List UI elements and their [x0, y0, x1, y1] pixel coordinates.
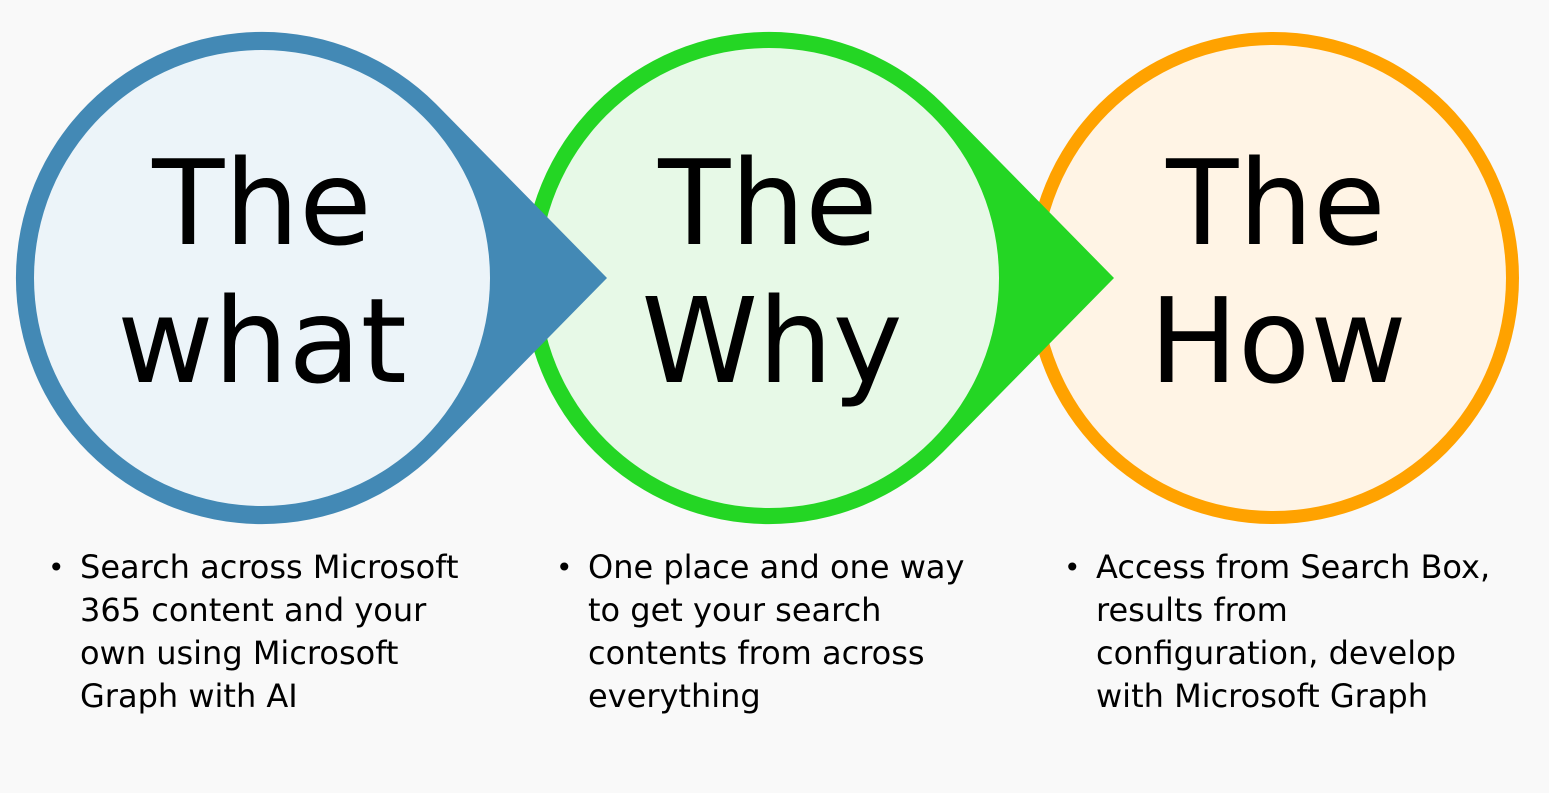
why-bullet-item: One place and one way to get your search… — [556, 546, 994, 718]
why-description: One place and one way to get your search… — [554, 546, 994, 718]
how-description: Access from Search Box, results from con… — [1062, 546, 1512, 718]
how-title-line2: How — [1149, 272, 1406, 410]
what-title-line2: what — [117, 272, 407, 410]
how-circle-fill — [1040, 45, 1506, 511]
how-bullet-item: Access from Search Box, results from con… — [1064, 546, 1512, 718]
what-description: Search across Microsoft 365 content and … — [46, 546, 486, 718]
how-bullet-list: Access from Search Box, results from con… — [1062, 546, 1512, 718]
what-title-line1: The — [151, 134, 371, 272]
stage-what: The what — [15, 31, 607, 525]
why-title-line1: The — [657, 134, 877, 272]
stage-how: The How — [1027, 32, 1519, 524]
stage-why: The Why — [522, 31, 1114, 525]
why-bullet-list: One place and one way to get your search… — [554, 546, 994, 718]
how-title-line1: The — [1165, 134, 1385, 272]
why-title-line2: Why — [641, 272, 902, 410]
why-circle-fill — [539, 48, 999, 508]
what-bullet-item: Search across Microsoft 365 content and … — [48, 546, 486, 718]
what-bullet-list: Search across Microsoft 365 content and … — [46, 546, 486, 718]
what-circle-fill — [34, 50, 490, 506]
